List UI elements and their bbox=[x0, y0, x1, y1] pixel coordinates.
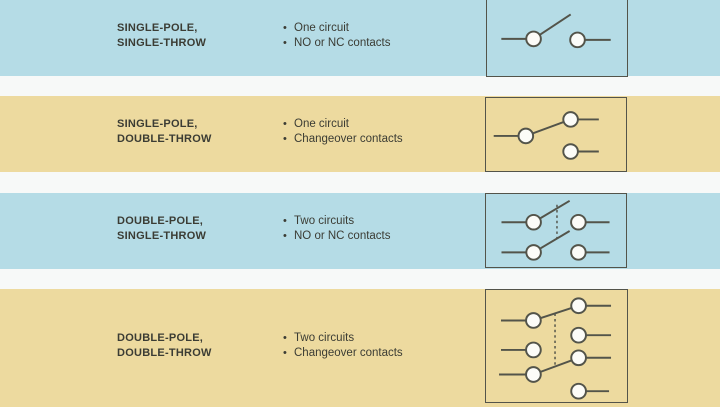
row-title: DOUBLE-POLE, DOUBLE-THROW bbox=[117, 331, 212, 361]
bullet-dot: • bbox=[283, 215, 287, 227]
spdt-diagram-box bbox=[485, 97, 627, 172]
row-bullets: • One circuit • NO or NC contacts bbox=[283, 21, 391, 51]
bullet-item: • NO or NC contacts bbox=[283, 36, 391, 51]
row-bullets: • Two circuits • NO or NC contacts bbox=[283, 214, 391, 244]
bullet-text: One circuit bbox=[294, 22, 349, 34]
bullet-text: Two circuits bbox=[294, 215, 355, 227]
title-line: DOUBLE-POLE, bbox=[117, 332, 204, 344]
title-line: SINGLE-THROW bbox=[117, 37, 207, 49]
dpst-switch-symbol-icon bbox=[501, 199, 610, 261]
row-title: SINGLE-POLE, DOUBLE-THROW bbox=[117, 117, 212, 147]
bullet-dot: • bbox=[283, 332, 287, 344]
dpdt-switch-symbol-icon bbox=[499, 297, 612, 400]
title-line: SINGLE-POLE, bbox=[117, 22, 198, 34]
bullet-text: NO or NC contacts bbox=[294, 230, 391, 242]
bullet-dot: • bbox=[283, 347, 287, 359]
bullet-dot: • bbox=[283, 37, 287, 49]
spst-switch-symbol-icon bbox=[501, 13, 611, 49]
title-line: SINGLE-POLE, bbox=[117, 118, 198, 130]
bullet-text: Changeover contacts bbox=[294, 133, 403, 145]
bullet-dot: • bbox=[283, 22, 287, 34]
title-line: SINGLE-THROW bbox=[117, 230, 207, 242]
title-line: DOUBLE-THROW bbox=[117, 347, 212, 359]
bullet-item: • NO or NC contacts bbox=[283, 229, 391, 244]
bullet-text: Two circuits bbox=[294, 332, 355, 344]
row-bullets: • One circuit • Changeover contacts bbox=[283, 117, 403, 147]
row-bullets: • Two circuits • Changeover contacts bbox=[283, 331, 403, 361]
row-double-pole-double-throw: DOUBLE-POLE, DOUBLE-THROW • Two circuits … bbox=[0, 289, 720, 407]
row-title: SINGLE-POLE, SINGLE-THROW bbox=[117, 21, 206, 51]
spdt-switch-symbol-icon bbox=[493, 111, 599, 160]
bullet-item: • One circuit bbox=[283, 117, 403, 132]
bullet-item: • Two circuits bbox=[283, 331, 403, 346]
row-single-pole-single-throw: SINGLE-POLE, SINGLE-THROW • One circuit •… bbox=[0, 0, 720, 76]
bullet-text: One circuit bbox=[294, 118, 349, 130]
bullet-dot: • bbox=[283, 133, 287, 145]
bullet-text: Changeover contacts bbox=[294, 347, 403, 359]
row-single-pole-double-throw: SINGLE-POLE, DOUBLE-THROW • One circuit •… bbox=[0, 96, 720, 172]
spst-diagram-box bbox=[486, 0, 628, 77]
dpst-diagram-box bbox=[485, 193, 627, 268]
bullet-item: • Changeover contacts bbox=[283, 346, 403, 361]
bullet-dot: • bbox=[283, 230, 287, 242]
title-line: DOUBLE-POLE, bbox=[117, 215, 204, 227]
bullet-dot: • bbox=[283, 118, 287, 130]
row-title: DOUBLE-POLE, SINGLE-THROW bbox=[117, 214, 206, 244]
row-double-pole-single-throw: DOUBLE-POLE, SINGLE-THROW • Two circuits … bbox=[0, 193, 720, 269]
bullet-item: • Changeover contacts bbox=[283, 132, 403, 147]
bullet-text: NO or NC contacts bbox=[294, 37, 391, 49]
title-line: DOUBLE-THROW bbox=[117, 133, 212, 145]
bullet-item: • One circuit bbox=[283, 21, 391, 36]
bullet-item: • Two circuits bbox=[283, 214, 391, 229]
dpdt-diagram-box bbox=[485, 289, 628, 403]
